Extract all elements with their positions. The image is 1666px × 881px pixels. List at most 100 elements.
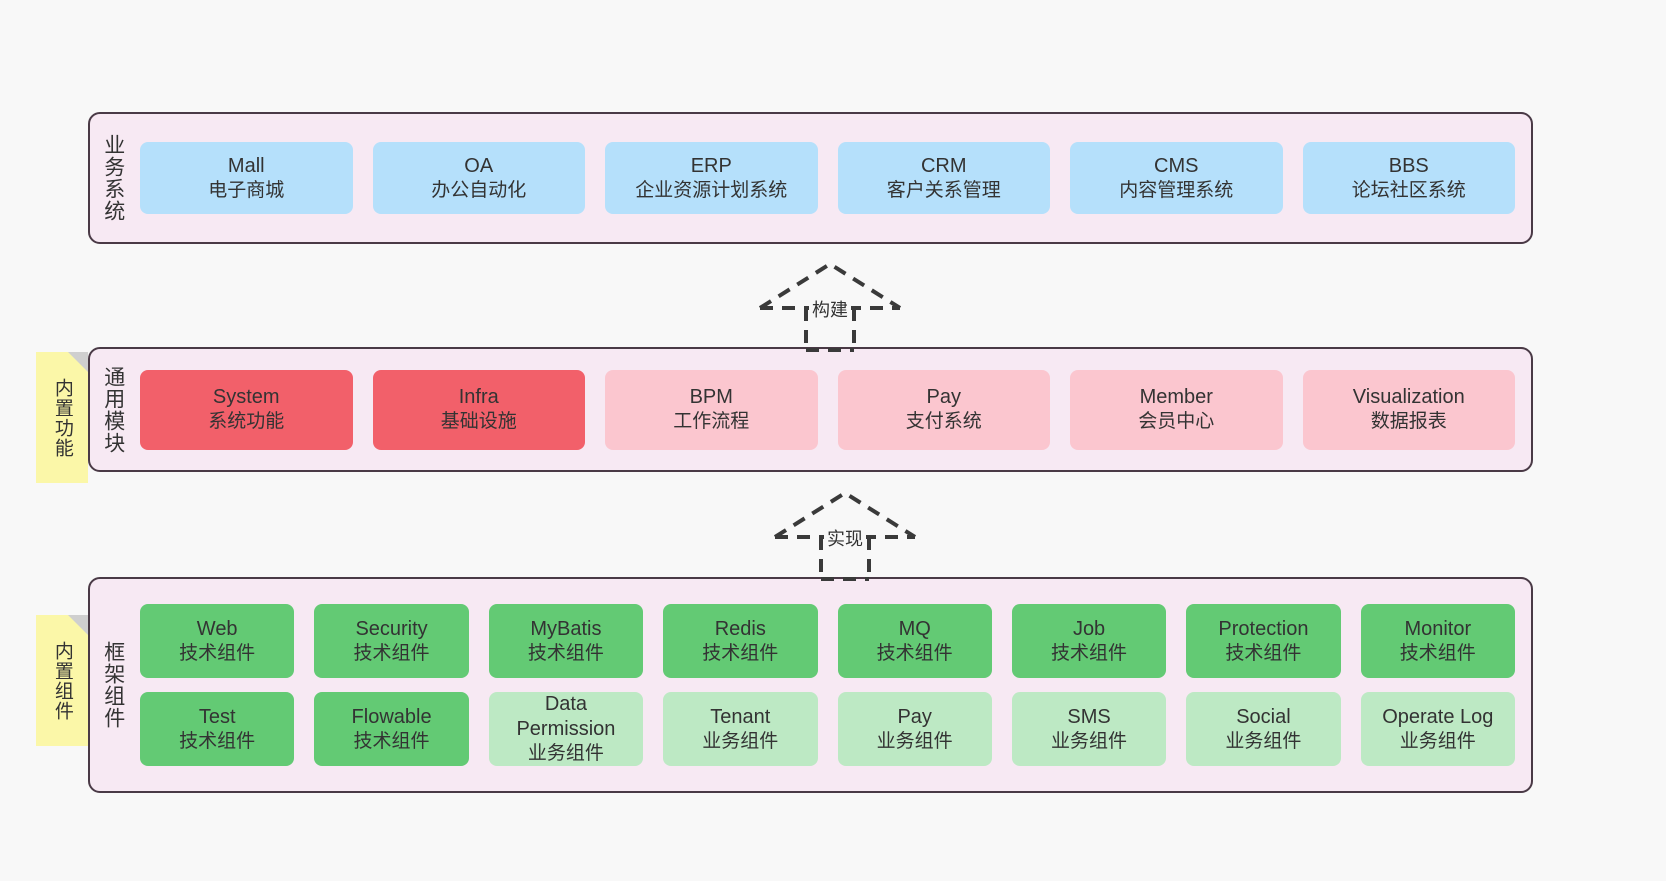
card-redis-cn: 技术组件: [702, 642, 779, 664]
card-tenant[interactable]: Tenant 业务组件: [663, 692, 818, 766]
card-system[interactable]: System 系统功能: [140, 369, 353, 450]
card-visualization-en: Visualization: [1352, 386, 1465, 409]
layer-framework-components: 框架组件 Web 技术组件 Security 技术组件 MyBatis 技术组件…: [88, 577, 1533, 793]
layer-business-systems-body: Mall 电子商城 OA 办公自动化 ERP 企业资源计划系统 CRM 客户关系…: [136, 114, 1531, 242]
card-tenant-cn: 业务组件: [702, 730, 779, 752]
connector-implement-label: 实现: [824, 525, 866, 551]
card-redis[interactable]: Redis 技术组件: [663, 604, 818, 678]
card-sms-cn: 业务组件: [1051, 730, 1128, 752]
note-fold-corner-icon: [68, 615, 88, 635]
card-security-cn: 技术组件: [353, 642, 430, 664]
card-flowable-en: Flowable: [351, 705, 432, 728]
card-operate-log[interactable]: Operate Log 业务组件: [1360, 692, 1515, 766]
card-bbs-en: BBS: [1388, 154, 1429, 177]
connector-build: 构建: [757, 260, 903, 352]
card-web[interactable]: Web 技术组件: [140, 604, 295, 678]
card-protection[interactable]: Protection 技术组件: [1186, 604, 1341, 678]
card-system-en: System: [212, 386, 280, 409]
card-crm-en: CRM: [920, 154, 967, 177]
layer-framework-components-body: Web 技术组件 Security 技术组件 MyBatis 技术组件 Redi…: [136, 579, 1531, 791]
card-erp[interactable]: ERP 企业资源计划系统: [605, 142, 818, 214]
card-data-permission[interactable]: Data Permission 业务组件: [488, 692, 644, 766]
card-pay-component-en: Pay: [897, 705, 932, 728]
note-builtin-functions: 内置功能: [36, 352, 88, 483]
card-oa-cn: 办公自动化: [431, 179, 527, 201]
card-erp-en: ERP: [690, 154, 732, 177]
framework-business-row: Test 技术组件 Flowable 技术组件 Data Permission …: [140, 692, 1515, 766]
card-data-permission-cn: 业务组件: [527, 743, 604, 765]
card-visualization[interactable]: Visualization 数据报表: [1302, 369, 1515, 450]
card-crm-cn: 客户关系管理: [886, 179, 1001, 201]
note-builtin-components-label: 内置组件: [51, 640, 73, 721]
card-security-en: Security: [355, 617, 428, 640]
card-mall-en: Mall: [227, 154, 265, 177]
connector-implement: 实现: [772, 489, 918, 581]
card-operate-log-cn: 业务组件: [1399, 730, 1476, 752]
card-oa-en: OA: [464, 154, 494, 177]
card-test-en: Test: [198, 705, 236, 728]
card-oa[interactable]: OA 办公自动化: [372, 142, 585, 214]
card-visualization-cn: 数据报表: [1370, 411, 1447, 433]
card-tenant-en: Tenant: [710, 705, 771, 728]
card-sms[interactable]: SMS 业务组件: [1011, 692, 1167, 766]
card-flowable-cn: 技术组件: [353, 730, 430, 752]
card-web-en: Web: [196, 617, 238, 640]
layer-common-modules-title: 通用模块: [101, 365, 125, 454]
card-member-cn: 会员中心: [1138, 411, 1215, 433]
card-social-cn: 业务组件: [1225, 730, 1302, 752]
card-bbs[interactable]: BBS 论坛社区系统: [1302, 142, 1515, 214]
layer-common-modules: 通用模块 System 系统功能 Infra 基础设施 BPM 工作流程 Pay…: [88, 347, 1533, 472]
card-crm[interactable]: CRM 客户关系管理: [837, 142, 1050, 214]
card-mybatis-cn: 技术组件: [527, 642, 604, 664]
card-infra-cn: 基础设施: [440, 411, 517, 433]
card-pay-module-cn: 支付系统: [905, 411, 982, 433]
card-social-en: Social: [1236, 705, 1291, 728]
layer-framework-components-title: 框架组件: [101, 641, 125, 729]
card-member-en: Member: [1139, 386, 1213, 409]
business-card-row: Mall 电子商城 OA 办公自动化 ERP 企业资源计划系统 CRM 客户关系…: [140, 142, 1515, 214]
card-web-cn: 技术组件: [179, 642, 256, 664]
layer-common-modules-body: System 系统功能 Infra 基础设施 BPM 工作流程 Pay 支付系统…: [136, 349, 1531, 470]
card-mq[interactable]: MQ 技术组件: [837, 604, 992, 678]
card-mall[interactable]: Mall 电子商城: [140, 142, 353, 214]
card-protection-cn: 技术组件: [1225, 642, 1302, 664]
card-monitor-en: Monitor: [1404, 617, 1472, 640]
card-mq-en: MQ: [898, 617, 931, 640]
connector-build-arrowhead: [758, 261, 902, 310]
common-card-row: System 系统功能 Infra 基础设施 BPM 工作流程 Pay 支付系统…: [140, 369, 1515, 450]
card-member[interactable]: Member 会员中心: [1070, 369, 1283, 450]
card-mall-cn: 电子商城: [208, 179, 285, 201]
note-builtin-functions-label: 内置功能: [51, 377, 73, 458]
card-security[interactable]: Security 技术组件: [314, 604, 469, 678]
card-monitor[interactable]: Monitor 技术组件: [1360, 604, 1515, 678]
card-test[interactable]: Test 技术组件: [140, 692, 295, 766]
layer-business-systems-title: 业务系统: [101, 134, 125, 222]
card-mq-cn: 技术组件: [876, 642, 953, 664]
card-pay-component-cn: 业务组件: [876, 730, 953, 752]
note-fold-corner-icon: [68, 352, 88, 372]
card-pay-module-en: Pay: [926, 386, 961, 409]
card-mybatis[interactable]: MyBatis 技术组件: [488, 604, 644, 678]
card-cms-cn: 内容管理系统: [1119, 179, 1234, 201]
connector-build-label: 构建: [809, 296, 851, 322]
card-social[interactable]: Social 业务组件: [1186, 692, 1341, 766]
card-pay-component[interactable]: Pay 业务组件: [837, 692, 992, 766]
card-operate-log-en: Operate Log: [1382, 705, 1494, 728]
card-bpm[interactable]: BPM 工作流程: [605, 369, 818, 450]
card-flowable[interactable]: Flowable 技术组件: [314, 692, 469, 766]
card-pay-module[interactable]: Pay 支付系统: [837, 369, 1050, 450]
card-infra-en: Infra: [458, 386, 499, 409]
card-data-permission-en: Data Permission: [516, 693, 616, 741]
card-job[interactable]: Job 技术组件: [1011, 604, 1167, 678]
card-cms[interactable]: CMS 内容管理系统: [1070, 142, 1283, 214]
card-cms-en: CMS: [1154, 154, 1199, 177]
card-infra[interactable]: Infra 基础设施: [372, 369, 585, 450]
connector-implement-arrowhead: [773, 490, 917, 539]
card-erp-cn: 企业资源计划系统: [635, 179, 788, 201]
card-job-cn: 技术组件: [1051, 642, 1128, 664]
card-mybatis-en: MyBatis: [530, 617, 602, 640]
layer-business-systems: 业务系统 Mall 电子商城 OA 办公自动化 ERP 企业资源计划系统 CRM…: [88, 112, 1533, 244]
card-monitor-cn: 技术组件: [1399, 642, 1476, 664]
framework-tech-row: Web 技术组件 Security 技术组件 MyBatis 技术组件 Redi…: [140, 604, 1515, 678]
